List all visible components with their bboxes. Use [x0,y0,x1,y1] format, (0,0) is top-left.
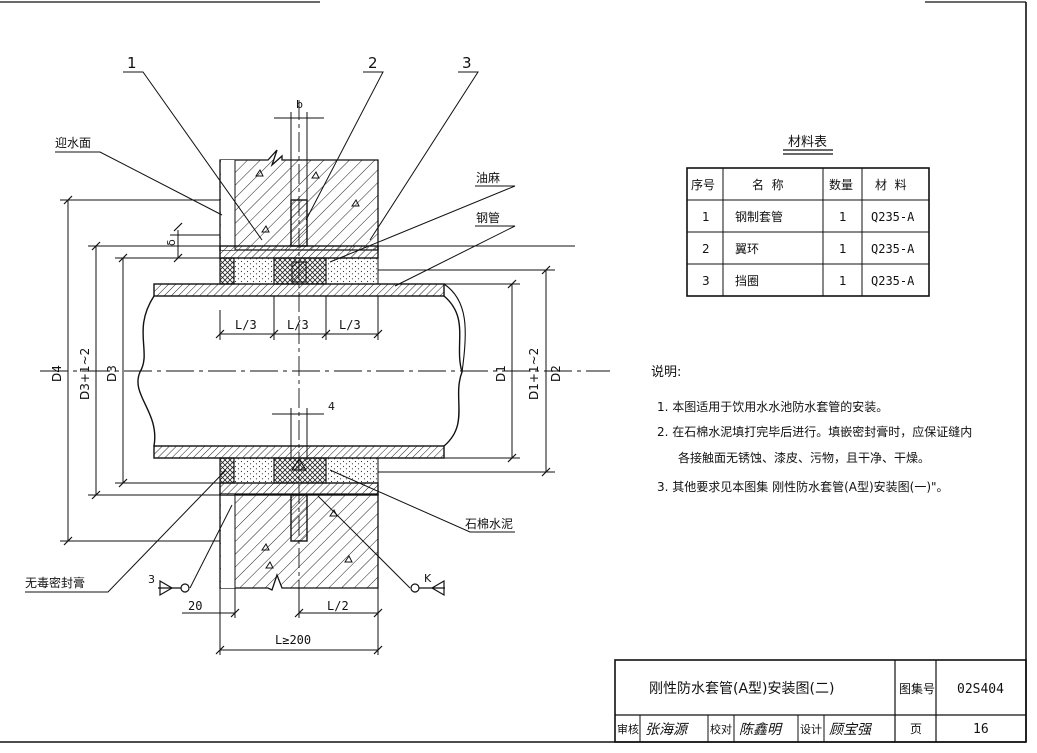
atlas-number-label: 图集号 [899,681,935,696]
note-1: 1. 本图适用于饮用水水池防水套管的安装。 [657,399,888,414]
page-label: 页 [910,722,922,736]
table-row-3-qty: 1 [839,274,847,288]
check-signature: 陈鑫明 [739,722,783,738]
table-row-2-name: 翼环 [735,242,759,256]
dim-d3: D3 [105,365,119,382]
table-row-2-qty: 1 [839,242,847,256]
notes-heading: 说明: [651,365,681,380]
dim-l3-left: L/3 [235,318,257,332]
note-3: 3. 其他要求见本图集 刚性防水套管(A型)安装图(一)"。 [657,479,949,494]
dim-d1-plus: D1+1~2 [527,348,541,400]
table-row-1-qty: 1 [839,210,847,224]
design-label: 设计 [800,723,822,736]
dim-l-min: L≥200 [275,633,311,647]
dim-delta: δ [165,239,178,246]
part-number-3: 3 [462,54,472,72]
dim-l2: L/2 [327,599,349,613]
page-number: 16 [973,722,989,737]
sheet-border [0,1,1027,743]
label-steel-pipe: 钢管 [476,210,500,225]
table-row-2-no: 2 [702,242,710,256]
table-row-1-no: 1 [702,210,710,224]
table-header-material: 材 料 [875,178,907,192]
dim-d3-plus: D3+1~2 [78,348,92,400]
label-water-face: 迎水面 [55,136,91,150]
material-table [686,149,930,297]
dimension-ticks [63,195,551,655]
steel-pipe [40,100,610,590]
table-row-1-material: Q235-A [871,210,915,224]
check-label: 校对 [710,722,732,736]
note-2-line-1: 2. 在石棉水泥填打完毕后进行。填嵌密封膏时，应保证缝内 [657,424,972,439]
leader-lines [25,71,516,593]
table-header-name: 名 称 [752,177,784,192]
review-signature: 张海源 [645,722,690,738]
label-asbestos-cement: 石棉水泥 [465,517,513,531]
review-label: 审核 [617,722,639,736]
table-row-1-name: 钢制套管 [735,209,783,224]
table-row-2-material: Q235-A [871,242,915,256]
drawing-title: 刚性防水套管(A型)安装图(二) [649,681,834,697]
note-2-line-2: 各接触面无锈蚀、漆皮、污物，且干净、干燥。 [678,450,930,465]
dimension-lines [60,112,575,655]
material-table-title: 材料表 [788,135,827,150]
table-row-3-no: 3 [702,274,710,288]
section-mark-k: K [424,572,432,585]
dim-20: 20 [188,599,202,613]
dim-4: 4 [328,400,335,413]
part-number-2: 2 [368,54,378,72]
dim-d1: D1 [494,365,508,382]
atlas-number: 02S404 [957,682,1004,697]
table-header-qty: 数量 [829,177,853,192]
filler-materials [219,257,379,484]
label-oil-hemp: 油麻 [476,170,500,185]
dim-b: b [296,98,303,111]
section-mark-3: 3 [148,573,155,586]
title-block [614,659,1027,743]
design-signature: 顾宝强 [829,722,873,738]
table-header-no: 序号 [691,177,715,192]
table-row-3-material: Q235-A [871,274,915,288]
section-markers [158,579,445,597]
dim-l3-right: L/3 [339,318,361,332]
part-number-1: 1 [127,54,137,72]
dim-l3-middle: L/3 [287,318,309,332]
dim-d2: D2 [549,365,563,382]
label-sealant: 无毒密封膏 [25,575,85,590]
table-row-3-name: 挡圈 [735,274,759,288]
dim-d4: D4 [50,365,64,382]
